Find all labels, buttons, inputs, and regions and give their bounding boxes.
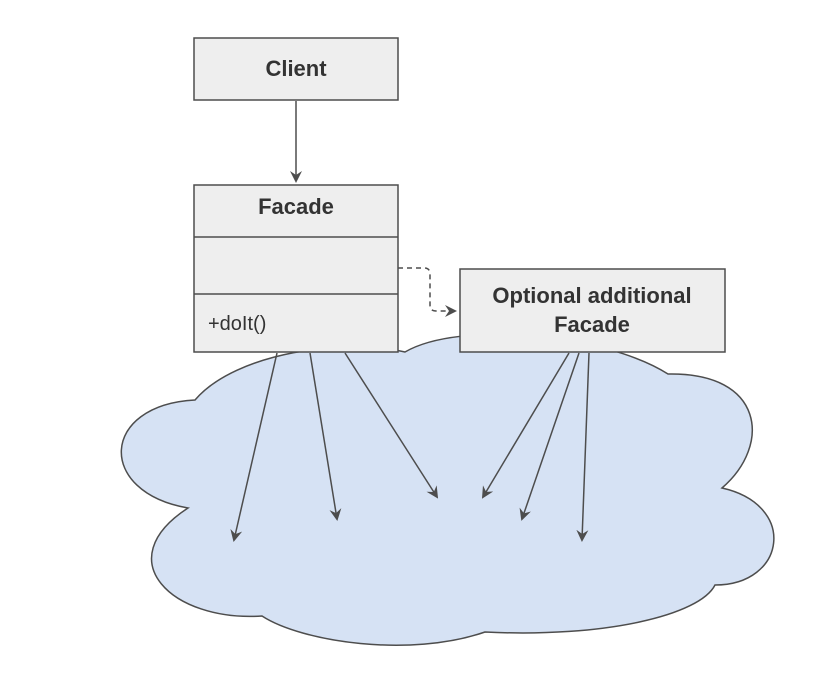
facade-method: +doIt() (208, 313, 266, 335)
optional-facade-title-line2: Facade (554, 312, 630, 337)
facade-class-box: Facade +doIt() (193, 184, 399, 353)
facade-subsystem-arrow (344, 352, 439, 499)
facade-to-optional-dashed-arrow (398, 267, 457, 317)
subsystem-cloud (120, 333, 775, 646)
optional-facade-subsystem-arrow (519, 352, 580, 521)
optional-facade-title-line1: Optional additional (492, 283, 691, 308)
optional-facade-subsystem-arrow (481, 352, 570, 499)
client-title: Client (265, 56, 327, 81)
optional-facade-box: Optional additional Facade (459, 268, 726, 353)
facade-subsystem-arrow (309, 352, 342, 521)
facade-subsystem-arrow (230, 352, 278, 542)
facade-title: Facade (258, 194, 334, 219)
optional-facade-subsystem-arrow (576, 352, 590, 542)
client-class-box: Client (193, 37, 399, 101)
